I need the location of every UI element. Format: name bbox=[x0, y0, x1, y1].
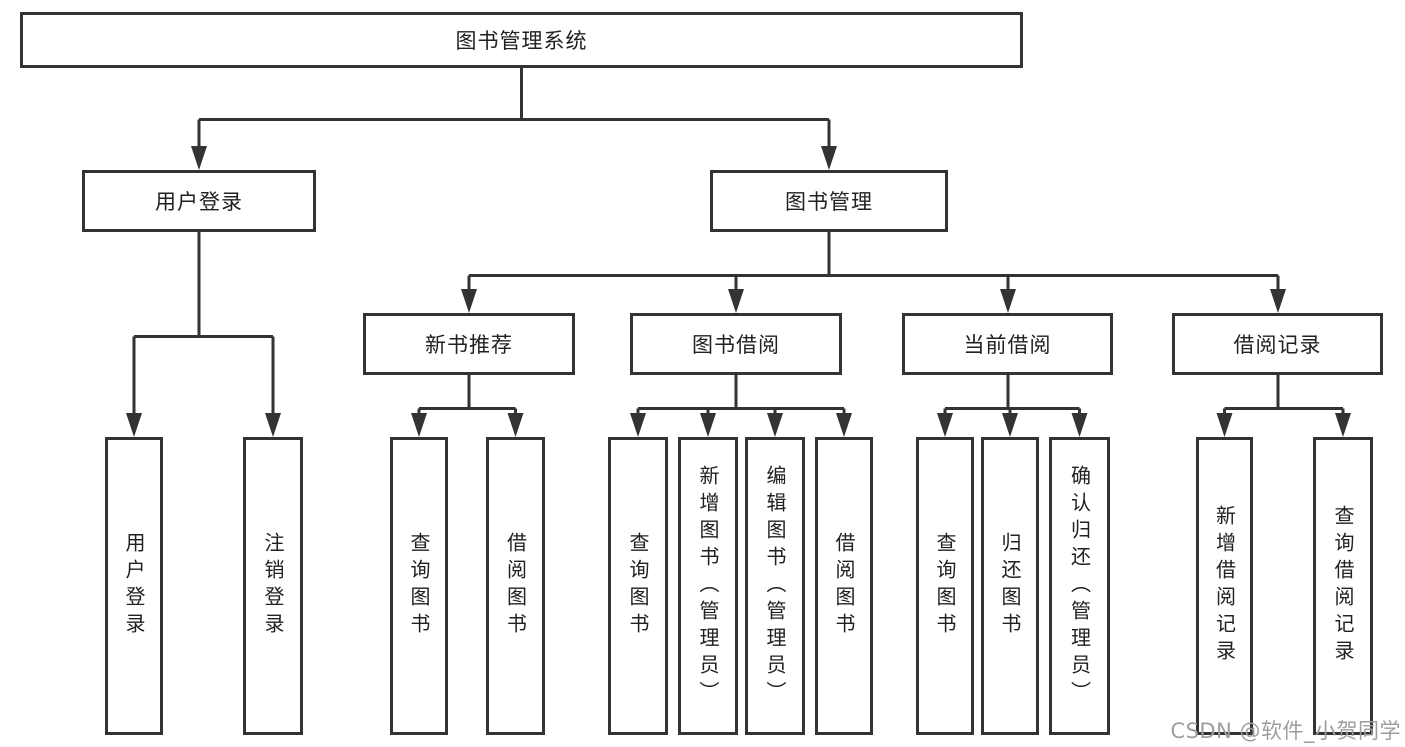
arrowhead bbox=[265, 413, 281, 437]
leaf-label: 借阅图书 bbox=[503, 532, 528, 640]
connector-user-login-to-children bbox=[132, 232, 275, 414]
leaf-confirm-return-admin: 确认归还（管理员） bbox=[1049, 437, 1110, 735]
leaf-label: 新增借阅记录 bbox=[1212, 505, 1237, 667]
connector-new-book-recommend-to-children bbox=[417, 375, 517, 414]
arrowhead bbox=[1002, 413, 1018, 437]
node-current-borrow-label: 当前借阅 bbox=[963, 333, 1052, 357]
leaf-label: 借阅图书 bbox=[832, 532, 856, 640]
arrowhead bbox=[728, 289, 744, 313]
connector-borrow-records-to-children bbox=[1223, 375, 1345, 414]
node-current-borrow: 当前借阅 bbox=[902, 313, 1113, 375]
connector-current-borrow-to-children bbox=[943, 375, 1081, 414]
node-user-login: 用户登录 bbox=[82, 170, 316, 232]
leaf-user-login: 用户登录 bbox=[105, 437, 163, 735]
arrowhead bbox=[767, 413, 783, 437]
arrowhead bbox=[1335, 413, 1351, 437]
leaf-label: 用户登录 bbox=[122, 532, 146, 640]
arrowhead bbox=[1216, 413, 1233, 437]
arrowhead bbox=[411, 413, 427, 437]
arrowhead bbox=[630, 413, 646, 437]
node-root-label: 图书管理系统 bbox=[455, 29, 588, 53]
leaf-label: 编辑图书（管理员） bbox=[763, 464, 787, 708]
leaf-current-query-books: 查询图书 bbox=[916, 437, 974, 735]
arrowhead bbox=[1000, 289, 1016, 313]
node-root: 图书管理系统 bbox=[20, 12, 1023, 68]
node-book-mgmt-label: 图书管理 bbox=[785, 190, 873, 214]
node-book-borrow-label: 图书借阅 bbox=[692, 333, 780, 357]
leaf-borrow-query-books: 查询图书 bbox=[608, 437, 668, 735]
leaf-logout: 注销登录 bbox=[243, 437, 303, 735]
connector-book-borrow-to-children bbox=[636, 375, 846, 414]
leaf-borrow-books: 借阅图书 bbox=[815, 437, 873, 735]
leaf-label: 确认归还（管理员） bbox=[1067, 464, 1092, 708]
node-new-book-recommend-label: 新书推荐 bbox=[425, 333, 513, 357]
connector-root-to-level2 bbox=[197, 67, 831, 148]
node-book-borrow: 图书借阅 bbox=[630, 313, 842, 375]
connector-book-mgmt-to-level3 bbox=[467, 232, 1280, 291]
arrowhead bbox=[1071, 413, 1088, 437]
arrowhead bbox=[1270, 289, 1286, 313]
leaf-label: 注销登录 bbox=[261, 532, 285, 640]
node-book-mgmt: 图书管理 bbox=[710, 170, 948, 232]
csdn-watermark: CSDN @软件_小贺同学 bbox=[1170, 719, 1401, 743]
arrowhead bbox=[507, 413, 524, 437]
leaf-label: 查询图书 bbox=[407, 532, 431, 640]
node-borrow-records: 借阅记录 bbox=[1172, 313, 1383, 375]
leaf-label: 查询图书 bbox=[626, 532, 650, 640]
node-new-book-recommend: 新书推荐 bbox=[363, 313, 575, 375]
arrowhead bbox=[126, 413, 142, 437]
arrowhead bbox=[836, 413, 852, 437]
leaf-label: 归还图书 bbox=[998, 532, 1022, 640]
arrowhead bbox=[937, 413, 953, 437]
leaf-add-borrow-record: 新增借阅记录 bbox=[1196, 437, 1253, 735]
node-borrow-records-label: 借阅记录 bbox=[1233, 333, 1322, 357]
leaf-return-books: 归还图书 bbox=[981, 437, 1039, 735]
leaf-label: 查询借阅记录 bbox=[1331, 505, 1355, 667]
leaf-label: 新增图书（管理员） bbox=[696, 464, 720, 708]
leaf-query-borrow-record: 查询借阅记录 bbox=[1313, 437, 1373, 735]
arrowhead bbox=[700, 413, 716, 437]
leaf-edit-books-admin: 编辑图书（管理员） bbox=[745, 437, 805, 735]
leaf-recommend-query-books: 查询图书 bbox=[390, 437, 448, 735]
leaf-add-books-admin: 新增图书（管理员） bbox=[678, 437, 738, 735]
leaf-recommend-borrow-books: 借阅图书 bbox=[486, 437, 545, 735]
leaf-label: 查询图书 bbox=[933, 532, 957, 640]
arrowhead bbox=[461, 289, 477, 313]
arrowheads bbox=[126, 146, 1351, 437]
arrowhead bbox=[821, 146, 837, 170]
arrowhead bbox=[191, 146, 207, 170]
node-user-login-label: 用户登录 bbox=[155, 190, 243, 214]
